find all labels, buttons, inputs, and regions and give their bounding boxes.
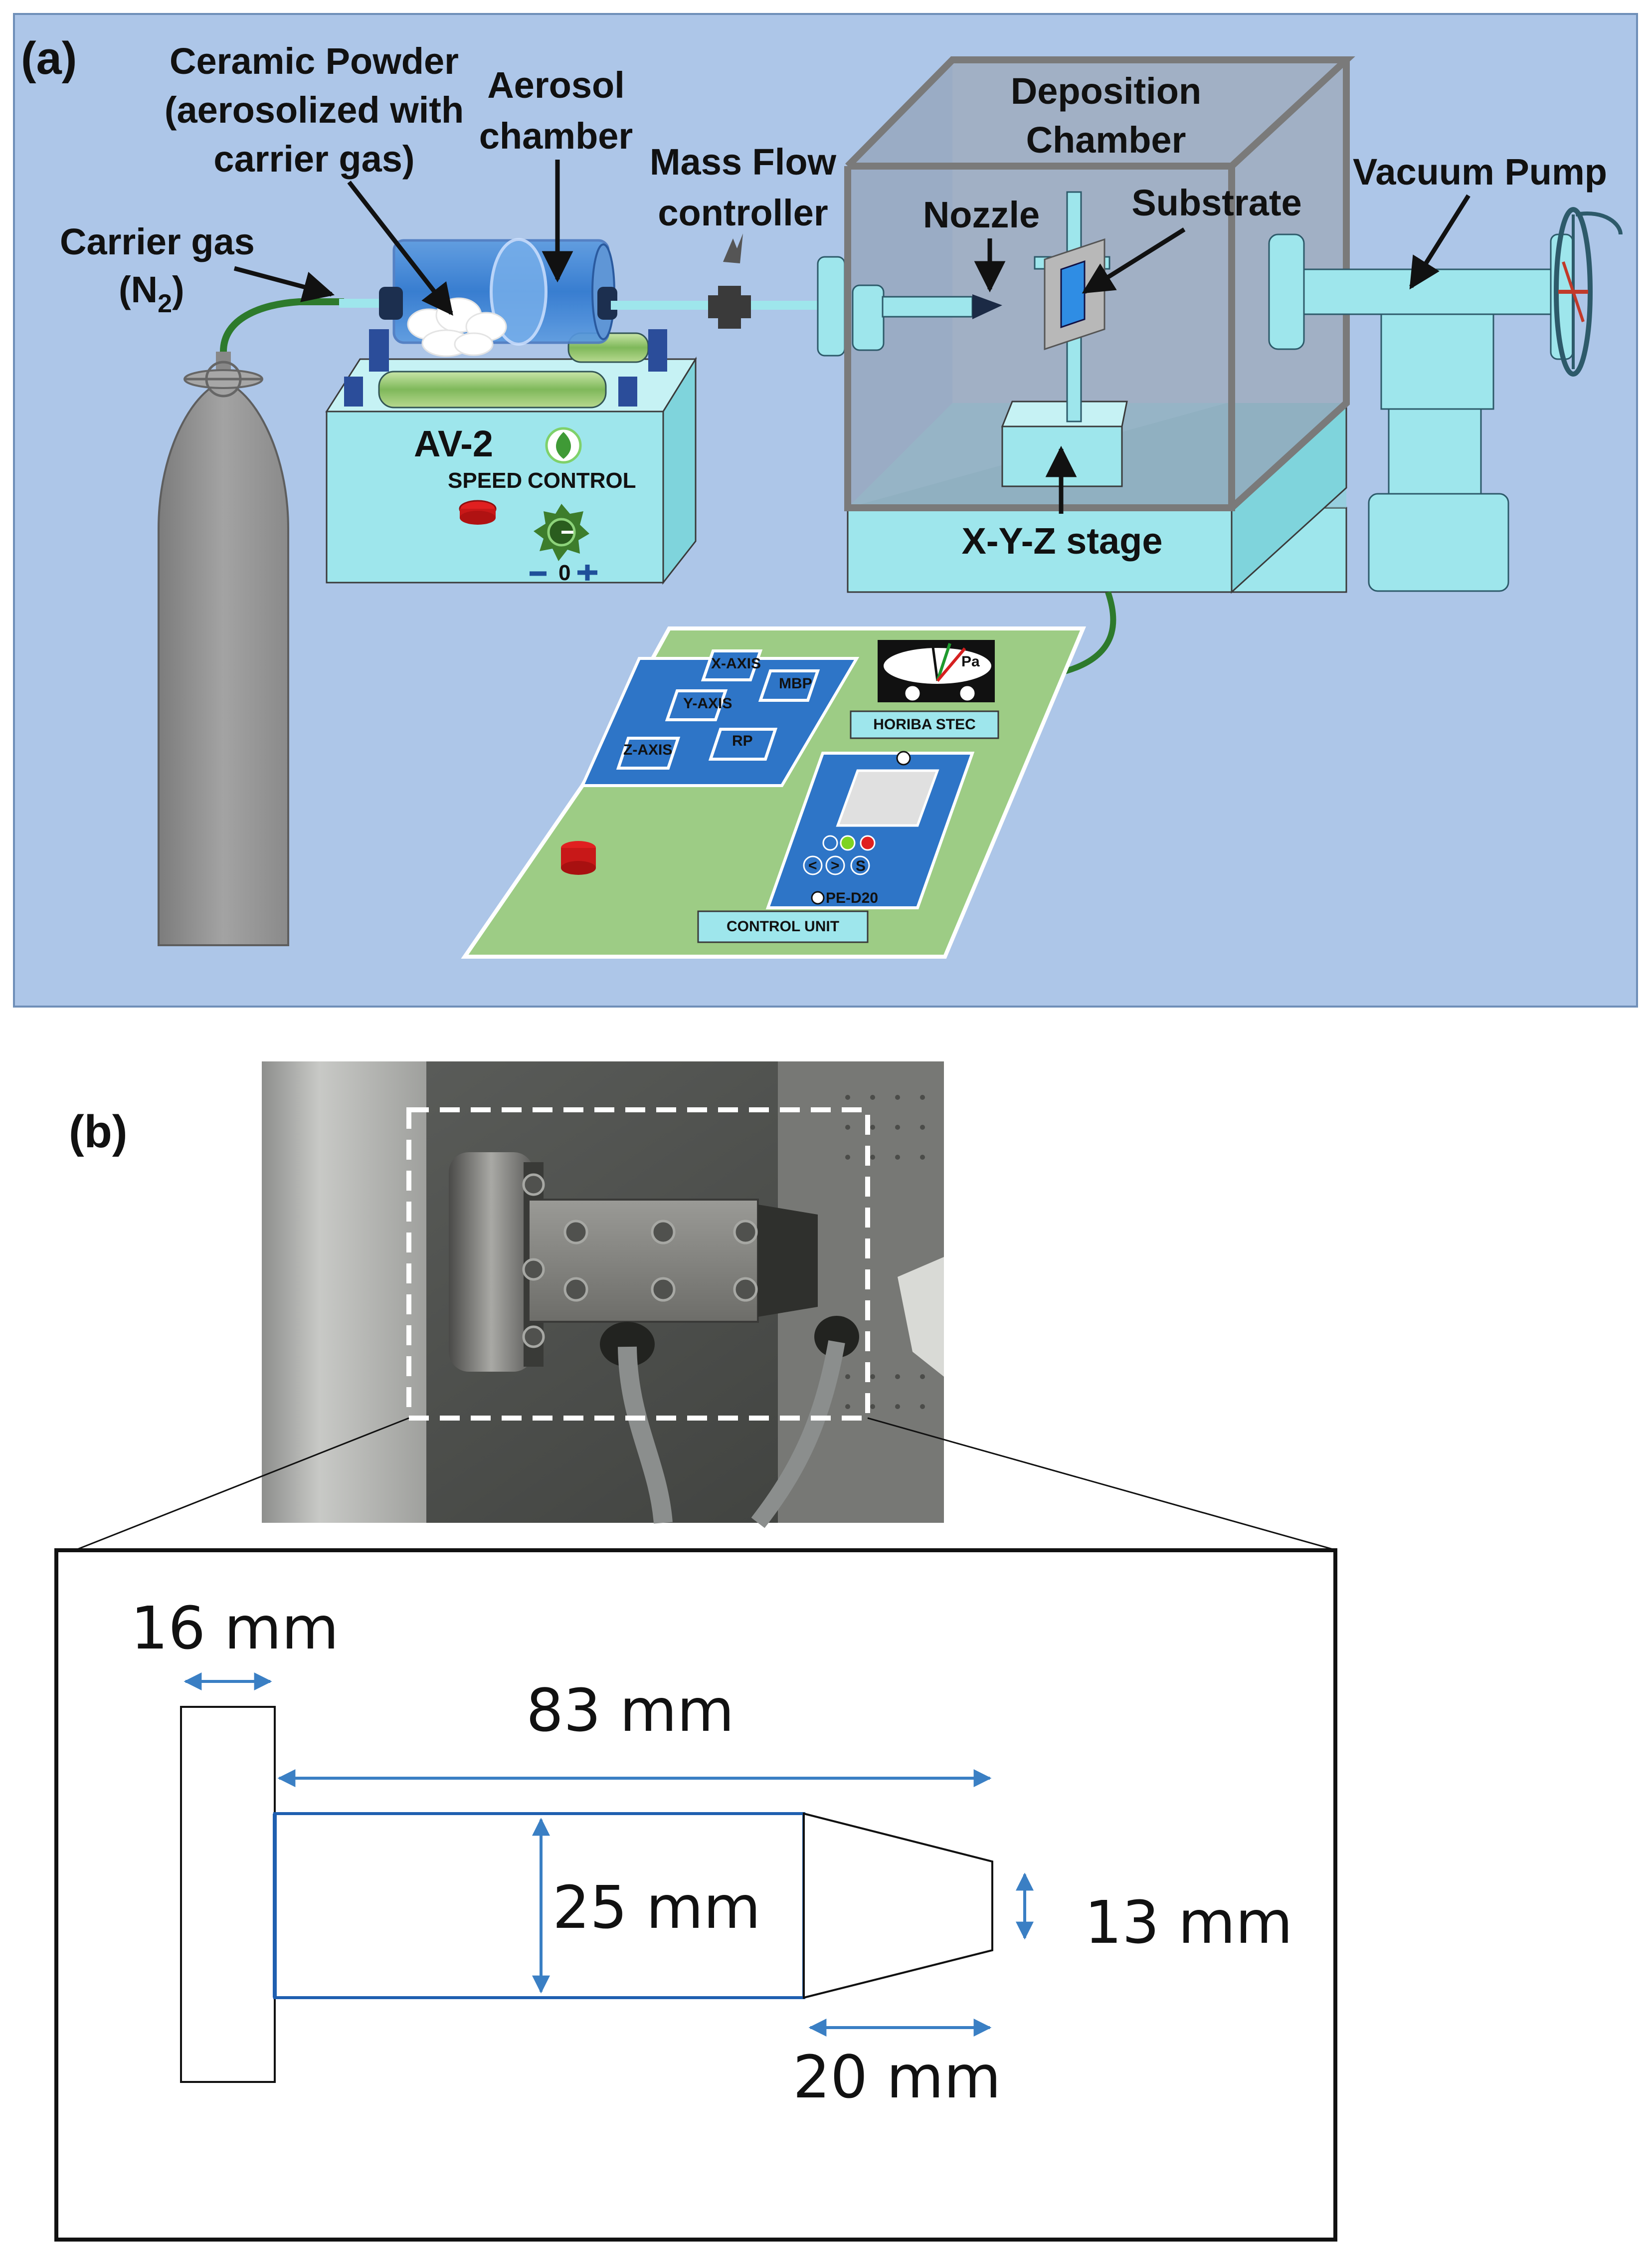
vacuum-pump-label: Vacuum Pump: [1353, 151, 1607, 193]
speed-label: SPEED: [448, 468, 522, 493]
xyz-stage-label: X-Y-Z stage: [962, 520, 1163, 562]
btn-s[interactable]: [850, 855, 870, 875]
gauge-unit: Pa: [961, 653, 980, 670]
substrate-arrow: [1082, 227, 1186, 294]
dial-zero-label: 0: [558, 561, 570, 585]
ceramic-label-1: Ceramic Powder: [170, 40, 459, 82]
vacuum-pump-arrow: [1409, 194, 1470, 290]
x-axis-label: X-AXIS: [711, 655, 761, 672]
btn-blue[interactable]: [822, 835, 838, 851]
aerosol-label-2: chamber: [479, 115, 633, 157]
horiba-plate: [850, 710, 999, 739]
pe-d20-screw-top: [896, 751, 911, 766]
dim-total-label: 83 mm: [526, 1676, 734, 1745]
substrate: [1060, 260, 1086, 329]
switch-z-axis[interactable]: Z-AXIS: [616, 737, 681, 770]
control-unit: X-AXIS MBP Y-AXIS Z-AXIS RP: [461, 626, 1087, 959]
deposition-label-2: Chamber: [1026, 119, 1186, 161]
carrier-gas-arrow: [233, 266, 335, 302]
gas-cylinder: [158, 352, 289, 946]
rp-label: RP: [732, 733, 753, 749]
switch-x-axis[interactable]: X-AXIS: [701, 649, 763, 681]
deposition-label-1: Deposition: [1011, 70, 1201, 112]
nozzle-label: Nozzle: [923, 194, 1040, 235]
ceramic-label-2: (aerosolized with: [165, 89, 464, 131]
panel-b: (b): [54, 1061, 1337, 2242]
pe-d20-screen: [836, 769, 939, 827]
btn-left[interactable]: [803, 855, 823, 875]
mass-flow-controller: [708, 233, 751, 329]
mfc-label-2: controller: [658, 192, 828, 233]
deposition-chamber: [844, 56, 1355, 594]
panel-a-tag: (a): [21, 33, 77, 84]
panel-a: (a) Carrier gas (N2): [13, 13, 1638, 1008]
emergency-button[interactable]: [561, 841, 596, 875]
carrier-gas-formula: (N2): [119, 269, 184, 318]
gauge-knob-right[interactable]: [958, 684, 976, 702]
dim-tip-length-label: 20 mm: [793, 2043, 1001, 2111]
btn-s-label: S: [856, 858, 866, 874]
av2-model: AV-2: [414, 423, 493, 464]
pe-d20-screw-bottom: [811, 891, 825, 905]
aerosol-unit: AV-2 SPEED CONTROL 0: [325, 238, 697, 585]
switch-y-axis[interactable]: Y-AXIS: [665, 689, 732, 721]
btn-red[interactable]: [860, 835, 876, 851]
mfc-label-1: Mass Flow: [650, 141, 837, 183]
control-cable: [1056, 591, 1116, 676]
pe-d20-label: PE-D20: [826, 890, 878, 906]
nozzle-photo: [262, 1061, 944, 1528]
control-unit-label: CONTROL UNIT: [727, 918, 839, 935]
nozzle-tip: [972, 294, 1002, 319]
horiba-label: HORIBA STEC: [873, 716, 976, 733]
panel-b-tag: (b): [69, 1106, 127, 1157]
mbp-label: MBP: [779, 675, 812, 692]
btn-right[interactable]: [825, 855, 845, 875]
dim-tip-label: 13 mm: [1085, 1888, 1293, 1957]
dim-flange-label: 16 mm: [131, 1594, 339, 1662]
substrate-label: Substrate: [1131, 182, 1301, 223]
y-axis-label: Y-AXIS: [683, 695, 732, 712]
zoom-line-left: [74, 1417, 409, 1551]
pump-wheel: [1554, 207, 1593, 377]
btn-green[interactable]: [840, 835, 856, 851]
aerosol-label-1: Aerosol: [487, 64, 625, 106]
inlet-flange: [817, 256, 846, 357]
btn-left-label: <: [808, 857, 817, 874]
vacuum-pump: [1303, 207, 1623, 592]
photo-highlight-box: [406, 1107, 870, 1421]
z-axis-label: Z-AXIS: [623, 742, 672, 758]
gas-hose: [220, 298, 344, 352]
ceramic-label-3: carrier gas): [213, 138, 414, 180]
control-dial[interactable]: [534, 504, 589, 561]
leaf-icon-shape: [556, 432, 571, 459]
zoom-line-right: [867, 1417, 1337, 1551]
dim-body-label: 25 mm: [552, 1873, 761, 1942]
control-unit-plate: [697, 910, 869, 943]
btn-right-label: >: [831, 857, 840, 874]
schematic-flange: [180, 1706, 276, 2083]
ceramic-arrow: [347, 181, 453, 316]
control-label: CONTROL: [528, 468, 636, 493]
carrier-gas-label: Carrier gas: [60, 221, 255, 262]
gauge-knob-left[interactable]: [904, 684, 921, 702]
switch-mbp[interactable]: MBP: [758, 669, 820, 702]
schematic-tip: [803, 1812, 993, 1999]
switch-rp[interactable]: RP: [708, 728, 778, 761]
